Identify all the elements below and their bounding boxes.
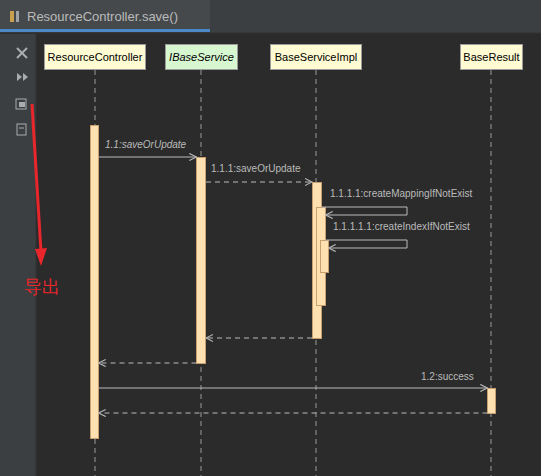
toolbar-separator	[36, 34, 37, 476]
annotation-label: 导出	[24, 275, 60, 299]
lifeline	[491, 70, 492, 476]
call-message	[99, 388, 488, 389]
message-label: 1.1:saveOrUpdate	[105, 139, 186, 150]
activation-bar	[91, 126, 99, 439]
forward-icon	[17, 73, 22, 81]
message-label: 1.1.1:saveOrUpdate	[211, 163, 301, 174]
participant-box: IBaseService	[165, 44, 238, 70]
close-icon	[17, 48, 27, 58]
message-label: 1.1.1.1:createMappingIfNotExist	[330, 188, 472, 199]
left-toolbar	[0, 34, 36, 476]
message-label: 1.2:success	[421, 371, 474, 382]
call-message	[322, 207, 408, 215]
participant-name: IBaseService	[169, 51, 234, 63]
red-arrow	[32, 104, 41, 252]
participant-name: BaseServiceImpl	[275, 51, 358, 63]
activation-bar	[488, 389, 496, 414]
file-icon	[19, 128, 24, 129]
activation-bar	[321, 241, 329, 273]
return-message	[99, 363, 197, 364]
tab-title: ResourceController.save()	[27, 9, 178, 24]
forward-icon	[23, 73, 28, 81]
participant-box: BaseServiceImpl	[270, 44, 362, 70]
call-message	[326, 240, 408, 248]
participant-box: BaseResult	[460, 44, 523, 70]
participant-name: BaseResult	[463, 51, 519, 63]
activation-bar	[197, 158, 206, 364]
close-icon	[17, 48, 27, 58]
message-label: 1.1.1.1.1:createIndexIfNotExist	[333, 221, 470, 232]
tab-separator	[0, 33, 541, 34]
export-icon	[16, 99, 26, 109]
participant-box: ResourceController	[44, 44, 146, 70]
export-icon	[19, 102, 25, 107]
call-message	[99, 157, 197, 158]
tab-bar	[0, 0, 541, 33]
red-arrowhead	[35, 248, 47, 266]
active-tab	[0, 0, 210, 31]
tab-icon	[10, 11, 14, 22]
return-message	[206, 338, 312, 339]
file-icon	[17, 124, 26, 135]
participant-name: ResourceController	[48, 51, 143, 63]
return-message	[206, 182, 312, 183]
return-message	[99, 413, 488, 414]
tab-underline	[0, 29, 210, 32]
tab-icon	[16, 11, 19, 22]
